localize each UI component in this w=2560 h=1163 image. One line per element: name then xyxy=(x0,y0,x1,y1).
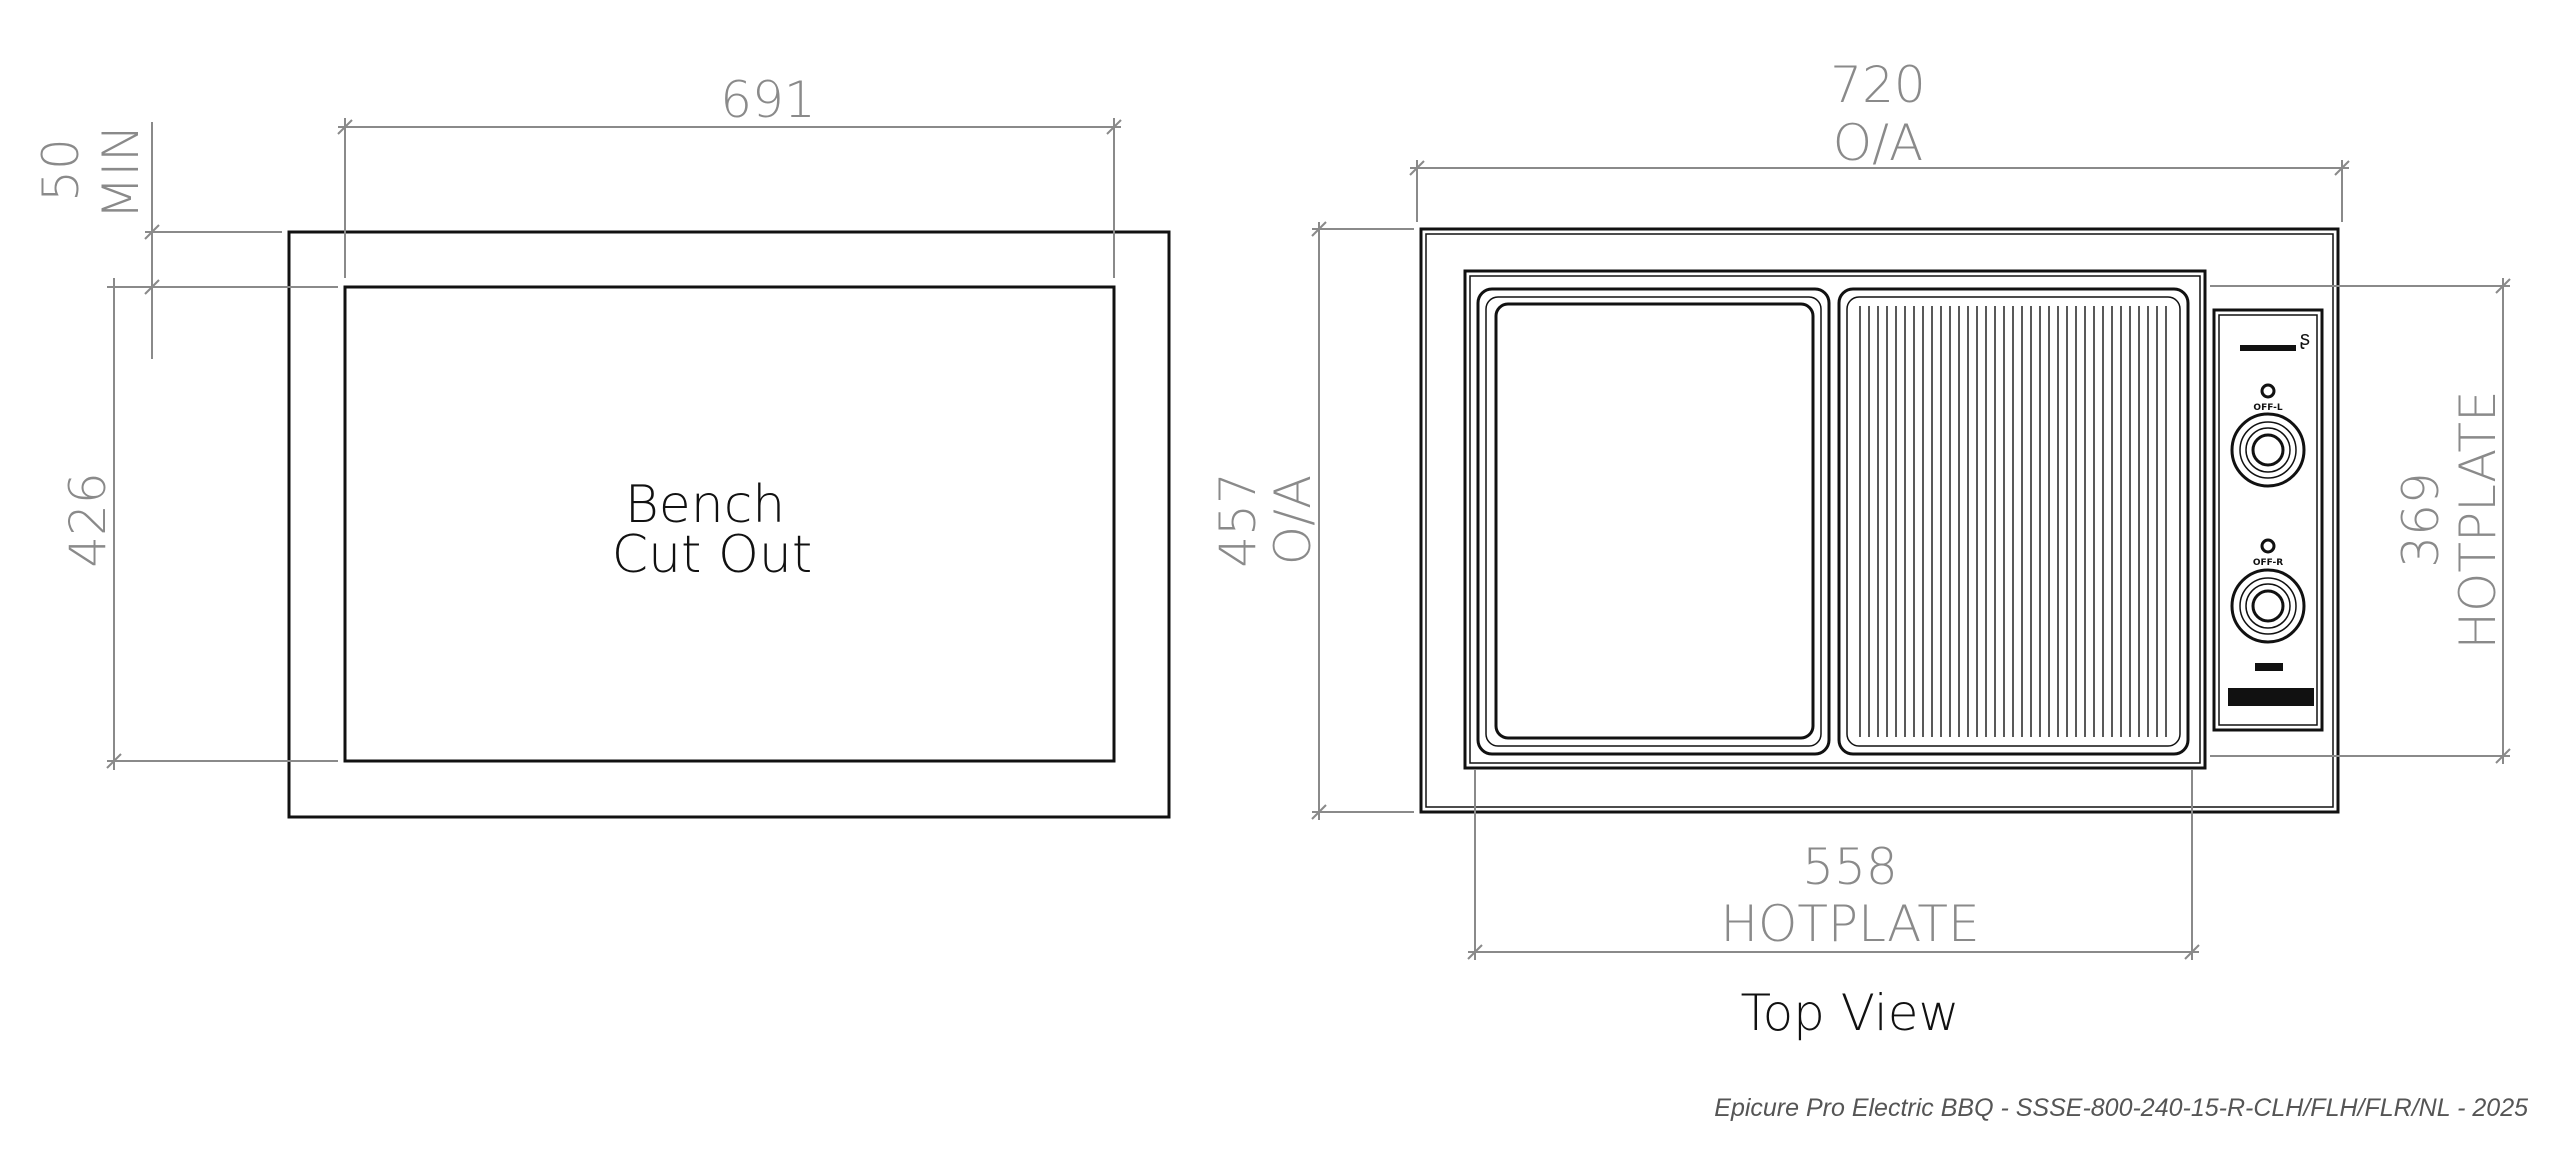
cutout-label-line1: Bench xyxy=(625,475,786,535)
indicator-light-left xyxy=(2260,383,2276,399)
svg-text:HOTPLATE: HOTPLATE xyxy=(1720,895,1979,953)
right-knob[interactable] xyxy=(2230,568,2306,644)
cutout-width-dimension: 691 xyxy=(337,71,1122,278)
bench-outline xyxy=(287,230,1171,819)
view-title: Top View xyxy=(1741,984,1960,1042)
cutout-outline xyxy=(343,285,1116,763)
left-knob-label: OFF-L xyxy=(2253,403,2282,413)
model-plate xyxy=(2255,663,2283,671)
gap-dimension: 50 MIN xyxy=(32,122,338,359)
cutout-height-dimension: 426 xyxy=(59,278,338,770)
svg-text:O/A: O/A xyxy=(1833,114,1923,172)
hotplate-width-dimension: 558 HOTPLATE xyxy=(1467,770,2200,960)
svg-text:HOTPLATE: HOTPLATE xyxy=(2449,390,2507,649)
hotplate-frame xyxy=(1463,269,2207,770)
svg-text:457: 457 xyxy=(1209,472,1267,567)
svg-text:691: 691 xyxy=(720,71,815,129)
footer-caption: Epicure Pro Electric BBQ - SSSE-800-240-… xyxy=(1714,1094,2528,1122)
svg-text:50: 50 xyxy=(32,138,90,202)
overall-width-dimension: 720 O/A xyxy=(1409,56,2350,222)
svg-text:MIN: MIN xyxy=(92,124,150,219)
overall-height-dimension: 457 O/A xyxy=(1209,221,1414,820)
top-view: ʂ OFF-L OFF-R 720 O/A xyxy=(1209,56,2511,1042)
brand-logo xyxy=(2240,345,2296,351)
left-knob[interactable] xyxy=(2230,412,2306,488)
svg-text:O/A: O/A xyxy=(1264,475,1322,565)
grill-plate xyxy=(1837,287,2190,756)
svg-text:558: 558 xyxy=(1802,838,1897,896)
rating-plate xyxy=(2228,688,2314,706)
appliance-outline xyxy=(1419,227,2340,814)
svg-text:369: 369 xyxy=(2392,472,2450,567)
svg-text:720: 720 xyxy=(1830,56,1925,114)
hotplate-height-dimension: 369 HOTPLATE xyxy=(2210,278,2511,764)
svg-text:ʂ: ʂ xyxy=(2300,328,2310,350)
svg-text:426: 426 xyxy=(59,472,117,567)
cutout-label-line2: Cut Out xyxy=(612,525,812,585)
indicator-light-right xyxy=(2260,538,2276,554)
grill-ribs xyxy=(1859,306,2167,737)
bench-cutout-view: Bench Cut Out 691 50 MIN 426 xyxy=(32,71,1171,819)
right-knob-label: OFF-R xyxy=(2253,558,2283,568)
control-panel: ʂ OFF-L OFF-R xyxy=(2212,308,2324,732)
griddle-plate xyxy=(1476,287,1831,756)
